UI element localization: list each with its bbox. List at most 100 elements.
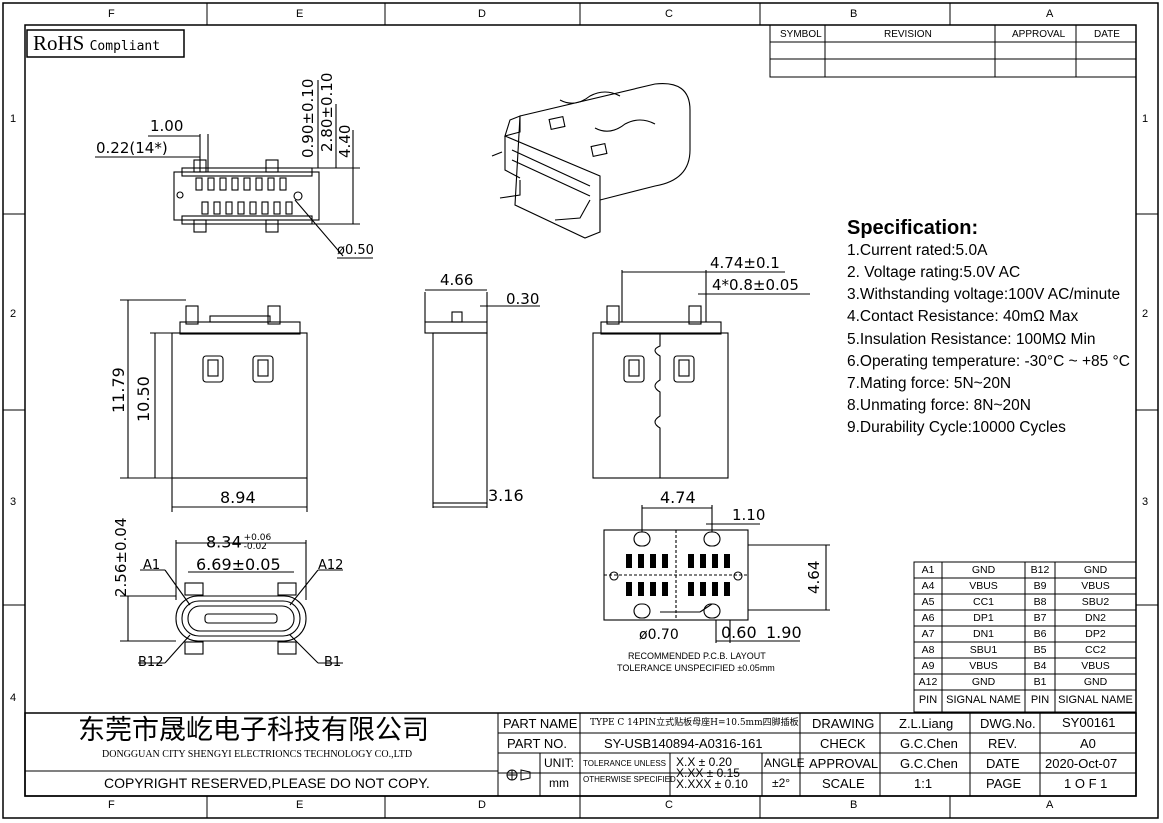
grid-col-e-bottom: E [296,799,304,811]
dim-pin-span: 4.74±0.1 [710,254,780,272]
dim-pitch: 1.00 [150,117,184,135]
top-view [95,80,373,259]
pin-table-cell: CC2 [1084,644,1106,656]
check-value: G.C.Chen [900,736,958,751]
grid-col-c-bottom: C [665,799,673,811]
dim-pin-pitch: 4*0.8±0.05 [712,276,799,294]
scale-label: SCALE [822,776,865,791]
port-view [120,540,343,664]
copyright: COPYRIGHT RESERVED,PLEASE DO NOT COPY. [104,775,430,791]
part-name-label: PART NAME [503,716,578,731]
pin-table-cell: A6 [921,612,935,624]
grid-col-f-bottom: F [108,799,115,811]
pin-table-cell: DN1 [972,628,994,640]
date-label: DATE [986,756,1020,771]
page-label: PAGE [986,776,1022,791]
pin-table-cell: B5 [1033,644,1047,656]
pin-table-cell: A12 [918,676,938,688]
dim-pcb-pad-gap: 1.10 [732,506,766,524]
spec-item-9: 9.Durability Cycle:10000 Cycles [847,419,1066,436]
spec-item-7: 7.Mating force: 5N~20N [847,375,1012,392]
pin-table-cell: B7 [1033,612,1047,624]
pin-table-grid [913,561,1137,713]
drawing-label: DRAWING [812,716,875,731]
approval-value: G.C.Chen [900,756,958,771]
dim-outer-width-value: 8.34 [206,532,242,552]
scale-value: 1:1 [914,776,933,791]
company-name-en: DONGGUAN CITY SHENGYI ELECTRIONCS TECHNO… [102,749,413,760]
label-b12: B12 [138,655,164,670]
rohs-main: RoHS [33,31,85,55]
dwg-value: SY00161 [1062,715,1116,730]
rohs-label: RoHS Compliant [33,33,160,54]
tolerance-x: X.X ± 0.20 [676,755,732,769]
dim-hole-top: ø0.50 [337,243,374,258]
rohs-box [26,29,185,58]
grid-col-c-top: C [665,8,673,20]
tolerance-xx: X.XX ± 0.15 [676,766,740,780]
grid-col-a-top: A [1046,8,1054,20]
grid-col-f-top: F [108,8,115,20]
pin-table-cell: GND [971,564,996,576]
dim-outer-tol-minus: -0.02 [243,542,267,552]
pin-table-cell: A8 [921,644,935,656]
back-view [592,270,810,479]
spec-item-5: 5.Insulation Resistance: 100MΩ Min [847,331,1096,348]
pin-table-cell: DP2 [1085,628,1106,640]
revision-table [769,24,1137,78]
rohs-sub: Compliant [89,39,161,54]
grid-row-4-left: 4 [10,692,17,704]
pin-table-cell: SBU2 [1081,596,1110,608]
pin-table-cell: GND [971,676,996,688]
company-name-cn: 东莞市晟屹电子科技有限公司 [78,715,429,746]
dim-height-body: 10.50 [134,376,153,422]
dim-pin-width: 0.22(14*) [96,139,168,157]
pin-table-header: SIGNAL NAME [1058,694,1133,706]
unit-value: mm [549,776,569,790]
pin-table-cell: DN2 [1084,612,1106,624]
pin-table-cell: B4 [1033,660,1047,672]
pin-table-cell: VBUS [969,660,998,672]
part-name: TYPE C 14PIN立式贴板母座H=10.5mm四脚插板 [590,718,799,728]
tolerance-label-2: OTHERWISE SPECIFIED [583,775,676,784]
dim-h1: 0.90±0.10 [299,78,317,158]
check-label: CHECK [820,736,866,751]
tolerance-label-1: TOLERANCE UNLESS [583,759,666,768]
grid-row-3-right: 3 [1142,496,1149,508]
grid-row-2-right: 2 [1142,308,1149,320]
dwg-label: DWG.No. [980,716,1036,731]
grid-col-e-top: E [296,8,304,20]
spec-item-2: 2. Voltage rating:5.0V AC [847,264,1021,281]
pin-table-header: PIN [1030,694,1050,706]
rev-header-date: DATE [1094,29,1120,40]
title-block-grid [24,712,1137,797]
spec-item-6: 6.Operating temperature: -30°C ~ +85 °C [847,353,1130,370]
dim-side-top: 4.66 [440,271,474,289]
dim-pcb-pad-l: 1.90 [766,623,802,642]
angle-label: ANGLE [764,756,805,770]
grid-col-b-top: B [850,8,858,20]
drawing-value: Z.L.Liang [899,716,954,731]
spec-title: Specification: [847,217,979,239]
pin-table-cell: B1 [1033,676,1047,688]
dim-pcb-width: 4.74 [660,488,696,507]
pin-table-cell: VBUS [1081,580,1110,592]
pin-table-cell: B6 [1033,628,1047,640]
rev-label: REV. [988,736,1018,751]
rev-header-approval: APPROVAL [1012,29,1066,40]
spec-item-4: 4.Contact Resistance: 40mΩ Max [847,308,1079,325]
page-value: 1 O F 1 [1064,776,1108,791]
label-a1: A1 [143,558,161,573]
unit-label: UNIT: [544,756,574,770]
grid-row-3-left: 3 [10,496,17,508]
pin-table-cell: DP1 [973,612,994,624]
pcb-caption-2: TOLERANCE UNSPECIFIED ±0.05mm [617,663,775,673]
grid-col-b-bottom: B [850,799,858,811]
dim-h3: 4.40 [336,124,354,158]
grid-row-1-left: 1 [10,113,17,125]
rev-header-symbol: SYMBOL [780,29,822,40]
pin-table-cell: B12 [1030,564,1050,576]
pin-table-cell: CC1 [972,596,994,608]
pin-table-header: SIGNAL NAME [946,694,1021,706]
pin-table-cell: GND [1083,564,1108,576]
